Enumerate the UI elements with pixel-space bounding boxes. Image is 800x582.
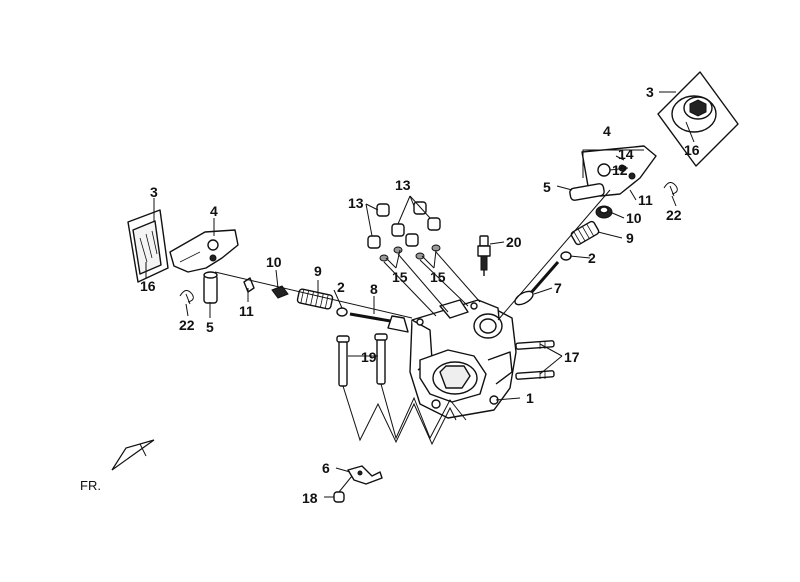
callout-20: 20 <box>506 234 522 250</box>
callout-2-left: 2 <box>337 279 345 295</box>
callout-19: 19 <box>361 349 377 365</box>
callout-17: 17 <box>564 349 580 365</box>
right-rocker-shaft-5 <box>569 183 605 201</box>
callout-9-left: 9 <box>314 263 322 279</box>
nut-leader-lines <box>383 251 481 317</box>
callout-5-right: 5 <box>543 179 551 195</box>
washers-15 <box>379 244 441 262</box>
callout-2-right: 2 <box>588 250 596 266</box>
cylinder-head-1 <box>409 299 517 419</box>
callout-3-right: 3 <box>646 84 654 100</box>
right-cover-3 <box>657 71 739 167</box>
callout-1: 1 <box>526 390 534 406</box>
callout-4-left: 4 <box>210 203 218 219</box>
bolt-leader-a <box>342 385 457 446</box>
callout-13-left: 13 <box>348 195 364 211</box>
callout-18: 18 <box>302 490 318 506</box>
front-label: FR. <box>80 478 101 493</box>
bolt-18 <box>333 475 353 503</box>
left-seal-2 <box>336 307 348 317</box>
bolts-19 <box>336 333 388 387</box>
callout-9-right: 9 <box>626 230 634 246</box>
right-clip-22 <box>663 182 678 197</box>
callout-6: 6 <box>322 460 330 476</box>
callout-11-right: 11 <box>638 192 653 208</box>
right-valve-spring-9 <box>570 220 600 246</box>
bracket-6 <box>347 465 383 485</box>
right-valve-7 <box>514 261 560 306</box>
callout-7: 7 <box>554 280 562 296</box>
callout-10-right: 10 <box>626 210 642 226</box>
callout-leaders <box>145 91 695 498</box>
left-retainer-10 <box>271 285 289 299</box>
callout-10-left: 10 <box>266 254 282 270</box>
callout-5-left: 5 <box>206 319 214 335</box>
callout-16-right: 16 <box>684 142 700 158</box>
right-seal-2 <box>560 251 572 261</box>
left-axis-line <box>214 271 413 319</box>
callout-13-right: 13 <box>395 177 411 193</box>
left-valve-spring-9 <box>296 288 334 310</box>
left-clip-22 <box>179 290 194 305</box>
left-rocker-shaft-5 <box>203 271 218 304</box>
callout-16-left: 16 <box>140 278 156 294</box>
callout-4-right: 4 <box>603 123 611 139</box>
callout-22-left: 22 <box>179 317 195 333</box>
valve-8 <box>349 312 409 333</box>
callout-8: 8 <box>370 281 378 297</box>
callout-14: 14 <box>618 146 634 162</box>
callout-15-left: 15 <box>392 269 408 285</box>
right-retainer-10 <box>595 205 613 219</box>
left-cover-plate-3 <box>127 209 169 283</box>
callout-12: 12 <box>612 162 628 178</box>
front-arrow-icon <box>111 439 155 471</box>
callout-22-right: 22 <box>666 207 682 223</box>
callout-11-left: 11 <box>239 303 254 319</box>
left-rocker-arm-4 <box>169 229 239 273</box>
spark-plug-20 <box>477 235 491 276</box>
bolt-leader-b <box>380 383 467 440</box>
callout-3-left: 3 <box>150 184 158 200</box>
studs-17 <box>515 340 555 380</box>
callout-15-right: 15 <box>430 269 446 285</box>
right-axis-line <box>497 189 611 321</box>
